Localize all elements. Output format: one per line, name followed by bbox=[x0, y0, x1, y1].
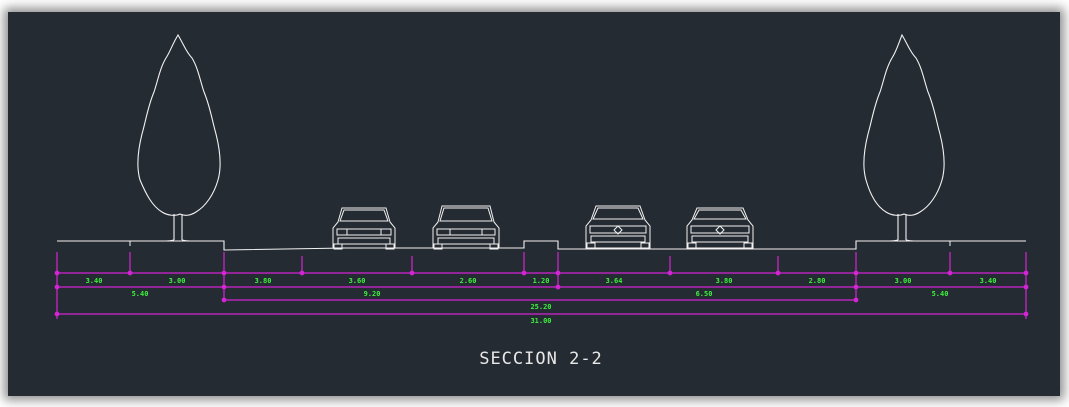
dim-text: 1.20 bbox=[533, 277, 550, 285]
dim-text: 3.40 bbox=[86, 277, 103, 285]
car-3-icon bbox=[585, 205, 651, 250]
dim-text: 2.80 bbox=[809, 277, 826, 285]
dim-text: 9.20 bbox=[364, 290, 381, 298]
dim-text: 3.80 bbox=[716, 277, 733, 285]
dim-text: 3.00 bbox=[169, 277, 186, 285]
dim-text: 2.60 bbox=[460, 277, 477, 285]
dim-text: 6.50 bbox=[696, 290, 713, 298]
section-title: SECCION 2-2 bbox=[479, 349, 603, 369]
dim-text: 3.00 bbox=[895, 277, 912, 285]
dim-text: 3.64 bbox=[606, 277, 623, 285]
car-1-icon bbox=[332, 207, 396, 250]
tree-right-icon bbox=[863, 33, 945, 242]
car-2-icon bbox=[432, 205, 500, 250]
dim-text: 31.00 bbox=[530, 317, 551, 325]
dimension-lines bbox=[54, 252, 1029, 319]
tree-left-icon bbox=[137, 33, 221, 242]
car-4-icon bbox=[686, 207, 754, 250]
dim-text: 5.40 bbox=[132, 290, 149, 298]
dim-text: 3.80 bbox=[255, 277, 272, 285]
dim-text: 5.40 bbox=[932, 290, 949, 298]
dim-text: 25.20 bbox=[530, 303, 551, 311]
dim-text: 3.40 bbox=[980, 277, 997, 285]
dim-text: 3.60 bbox=[349, 277, 366, 285]
street-profile bbox=[57, 240, 1026, 251]
